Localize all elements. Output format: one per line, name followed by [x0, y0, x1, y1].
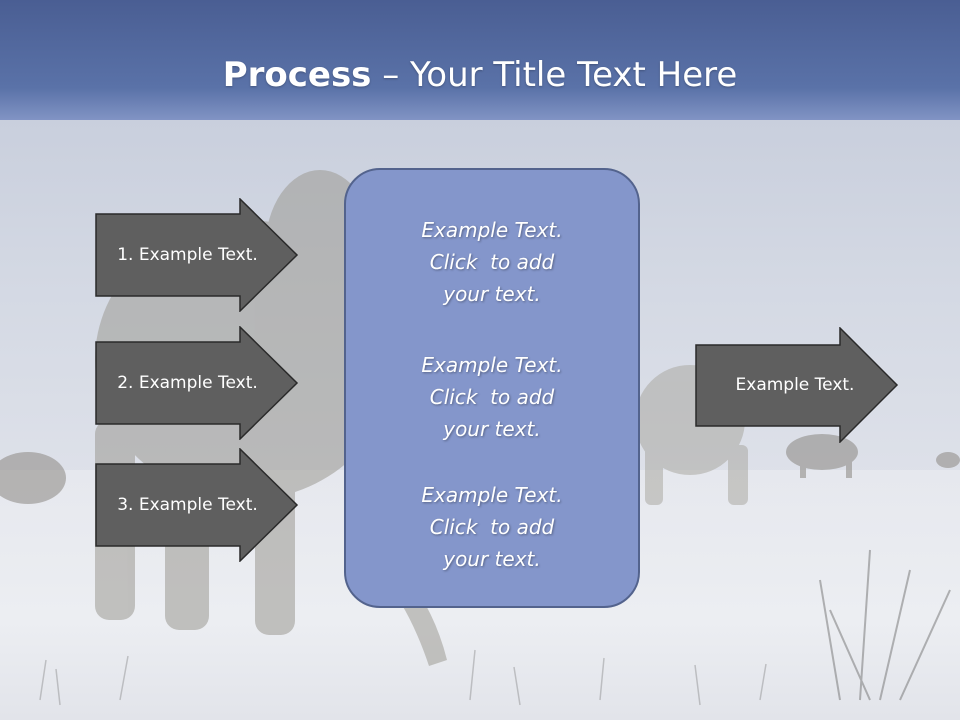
center-text-block-1: Example Text. Click to add your text. [346, 214, 638, 310]
text-line: Example Text. [421, 353, 563, 377]
right-output-arrow[interactable]: Example Text. [695, 327, 900, 443]
text-line: Click to add [429, 515, 555, 539]
left-arrow-3[interactable]: 3. Example Text. [95, 448, 300, 562]
title-rest-part: – Your Title Text Here [371, 55, 738, 95]
title-bold-part: Process [222, 55, 372, 95]
right-arrow-label: Example Text. [735, 375, 855, 395]
left-arrow-label: 3. Example Text. [117, 495, 258, 515]
center-text-box[interactable]: Example Text. Click to add your text. Ex… [344, 168, 640, 608]
left-arrow-label: 2. Example Text. [117, 373, 258, 393]
right-arrow-icon [695, 327, 899, 443]
text-line: Click to add [429, 250, 555, 274]
text-line: your text. [443, 282, 541, 306]
right-arrow-icon [95, 448, 299, 562]
left-arrow-label: 1. Example Text. [117, 245, 258, 265]
slide-title[interactable]: Process – Your Title Text Here [0, 52, 960, 98]
center-text-block-3: Example Text. Click to add your text. [346, 479, 638, 575]
left-arrow-1[interactable]: 1. Example Text. [95, 198, 300, 312]
left-arrow-2[interactable]: 2. Example Text. [95, 326, 300, 440]
text-line: Example Text. [421, 483, 563, 507]
text-line: your text. [443, 417, 541, 441]
text-line: Click to add [429, 385, 555, 409]
right-arrow-icon [95, 326, 299, 440]
text-line: your text. [443, 547, 541, 571]
text-line: Example Text. [421, 218, 563, 242]
right-arrow-icon [95, 198, 299, 312]
center-text-block-2: Example Text. Click to add your text. [346, 349, 638, 445]
